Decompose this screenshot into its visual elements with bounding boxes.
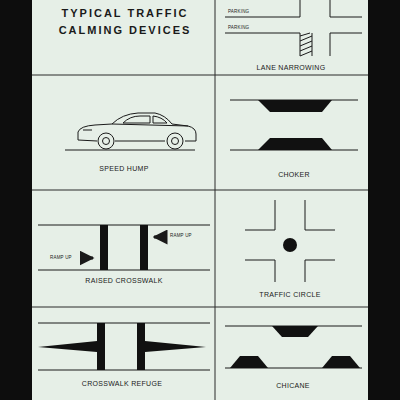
traffic-circle-drawing	[245, 200, 335, 282]
panel-caption: RAISED CROSSWALK	[85, 277, 162, 284]
panel-caption: CROSSWALK REFUGE	[82, 380, 162, 387]
parking-label: PARKING	[228, 26, 249, 31]
panel-caption: TRAFFIC CIRCLE	[259, 291, 320, 298]
car-illustration	[65, 113, 196, 150]
raised-crosswalk-drawing	[38, 225, 210, 270]
paper	[32, 0, 368, 400]
panel-grid	[32, 0, 368, 400]
crosswalk-refuge-drawing	[38, 323, 210, 370]
lane-narrowing-drawing	[225, 0, 362, 56]
parking-label: PARKING	[228, 10, 249, 15]
panel-caption: LANE NARROWING	[257, 64, 326, 71]
ramp-label: RAMP UP	[170, 234, 192, 239]
choker-drawing	[230, 100, 358, 150]
panel-caption: CHICANE	[276, 382, 310, 389]
ramp-label: RAMP UP	[50, 256, 72, 261]
panel-caption: CHOKER	[278, 171, 310, 178]
chicane-drawing	[225, 326, 362, 368]
panel-caption: SPEED HUMP	[99, 165, 148, 172]
poster-title: TYPICAL TRAFFIC CALMING DEVICES	[50, 5, 200, 39]
